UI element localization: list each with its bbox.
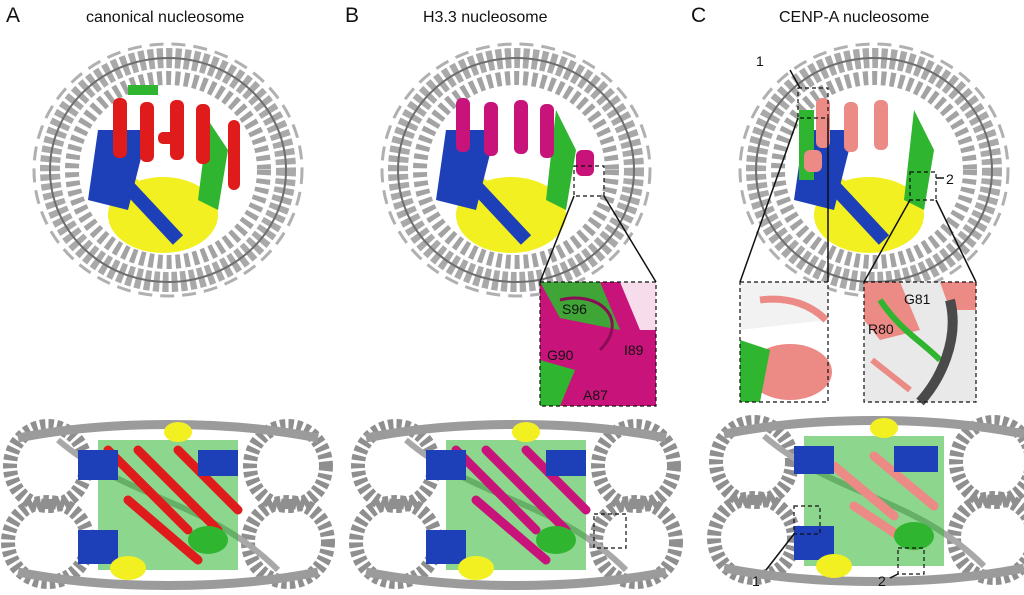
residue-label: G90: [547, 347, 574, 363]
panel-title-a: canonical nucleosome: [86, 9, 245, 26]
residue-label: R80: [868, 321, 894, 337]
residue-label: S96: [562, 301, 587, 317]
h33-nucleosome-top-view: [382, 44, 650, 296]
zoom-box-b: [573, 165, 605, 197]
canonical-nucleosome-side-view: [8, 422, 328, 586]
callout-label: 1: [752, 573, 760, 589]
inset-b: S96 G90 I89 A87: [539, 281, 657, 407]
inset-c2: G81 R80: [863, 281, 977, 406]
zoom-box-c2: [909, 171, 937, 201]
canonical-nucleosome-top-view: [34, 44, 302, 296]
residue-label: G81: [904, 291, 931, 307]
residue-label: I89: [624, 342, 644, 358]
callout-label: 1: [756, 53, 764, 69]
zoom-box-c1: [797, 87, 829, 119]
callout-label: 2: [946, 171, 954, 187]
panel-label-c: C: [691, 4, 707, 27]
cenp-a-nucleosome-side-view: [714, 418, 1024, 582]
zoom-box-b-side: [593, 513, 627, 549]
cenp-a-nucleosome-top-view: [740, 44, 1008, 296]
panel-label-a: A: [6, 4, 21, 27]
panel-title-b: H3.3 nucleosome: [423, 9, 548, 26]
h33-nucleosome-side-view: [356, 422, 676, 586]
panel-title-c: CENP-A nucleosome: [779, 9, 930, 26]
callout-label: 2: [878, 573, 886, 589]
zoom-box-c1-side: [793, 505, 821, 535]
inset-c1: [739, 281, 832, 403]
residue-label: A87: [583, 387, 608, 403]
zoom-box-c2-side: [897, 547, 925, 575]
panel-label-b: B: [345, 4, 360, 27]
